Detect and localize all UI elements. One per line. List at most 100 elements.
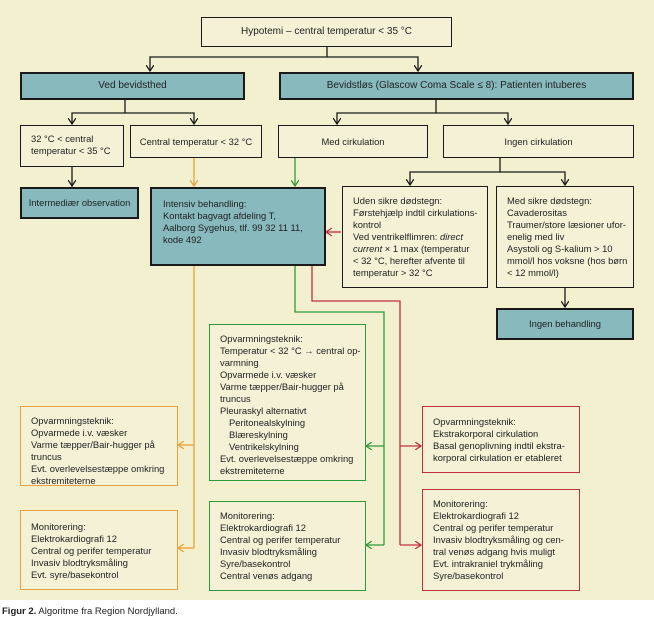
node-unconscious-text: Bevidstløs (Glascow Coma Scale ≤ 8): Pat… xyxy=(326,80,587,91)
text-line: current × 1 max (temperatur xyxy=(353,243,481,255)
connector-nocirc-right xyxy=(500,171,565,185)
text-line: < 12 mmol/l) xyxy=(507,267,559,278)
text-line: Traumer/store læsioner ufor- xyxy=(507,219,626,230)
text-line: Pleuraskyl alternativt xyxy=(220,405,307,416)
text-line: ekstremiteterne xyxy=(31,475,96,486)
node-green-warming: Opvarmningsteknik: Temperatur < 32 °C → … xyxy=(209,324,366,481)
figure-caption: Figur 2. Algoritme fra Region Nordjyllan… xyxy=(2,606,178,617)
text-line: kode 492 xyxy=(163,234,202,245)
node-conscious-text: Ved bevidsthed xyxy=(98,80,167,91)
connector-nocirc-split xyxy=(410,158,501,185)
text-line: Ekstrakorporal cirkulation xyxy=(433,428,539,439)
connector-top-right xyxy=(327,56,418,71)
text-line: enelig med liv xyxy=(507,231,565,242)
node-uncertain-death: Uden sikre dødstegn: Førstehjælp indtil … xyxy=(342,186,488,288)
text-line: Ved ventrikelflimren: direct xyxy=(353,231,481,243)
text-line: Basal genoplivning indtil ekstra- xyxy=(433,440,565,451)
text-line: Opvarmningsteknik: xyxy=(31,415,114,426)
connector-conscious-split xyxy=(72,100,126,124)
text-line: Peritonealskylning xyxy=(229,417,306,428)
text-line: Evt. overlevelsestæppe omkring xyxy=(31,463,165,474)
node-hypothermia-text: Hypotemi – central temperatur < 35 °C xyxy=(240,26,413,37)
text-line: Syre/basekontrol xyxy=(433,570,504,581)
text-line: Førstehjælp indtil cirkulations- xyxy=(353,207,478,218)
text-line: Central og perifer temperatur xyxy=(31,545,152,556)
text-line: Temperatur < 32 °C → central op- xyxy=(220,345,361,356)
node-certain-death: Med sikre dødstegn: Cavaderositas Traume… xyxy=(496,186,634,288)
caption-label: Figur 2. xyxy=(2,606,37,617)
node-no-treatment-text: Ingen behandling xyxy=(529,318,601,329)
connector-conscious-right xyxy=(125,112,194,124)
text-line: Aalborg Sygehus, tlf. 99 32 11 11, xyxy=(163,222,303,233)
connector-intensive-green-trunk xyxy=(294,266,385,545)
text-line: Intensiv behandling: xyxy=(163,198,247,209)
text-line: kontrol xyxy=(353,219,382,230)
flowchart-canvas: Hypotemi – central temperatur < 35 °C Ve… xyxy=(0,0,654,600)
node-green-monitoring: Monitorering: Elektrokardiografi 12 Cent… xyxy=(209,501,366,591)
node-with-circulation: Med cirkulation xyxy=(278,125,428,158)
text-line: Monitorering: xyxy=(220,510,275,521)
node-low-temp-text: Central temperatur < 32 °C xyxy=(139,135,253,147)
text-line: Central og perifer temperatur xyxy=(433,522,554,533)
text-line: Invasiv blodtryksmåling xyxy=(31,557,128,568)
text-line: < 32 °C, herefter afvente til xyxy=(353,255,465,266)
node-unconscious: Bevidstløs (Glascow Coma Scale ≤ 8): Pat… xyxy=(279,72,634,100)
text-line: Invasiv blodtryksmåling xyxy=(220,546,317,557)
text-span: × 1 max (temperatur xyxy=(382,243,470,254)
node-low-temp: Central temperatur < 32 °C xyxy=(130,125,262,158)
node-red-warming: Opvarmningsteknik: Ekstrakorporal cirkul… xyxy=(422,406,580,473)
text-italic: current xyxy=(353,243,383,254)
node-orange-warming: Opvarmningsteknik: Opvarmede i.v. væsker… xyxy=(20,406,178,486)
text-line: mmol/l hos voksne (hos børn xyxy=(507,255,628,266)
text-line: temperatur < 35 °C xyxy=(31,145,111,156)
text-italic: direct xyxy=(440,231,463,242)
node-no-circulation: Ingen cirkulation xyxy=(443,125,634,158)
text-line: Kontakt bagvagt afdeling T, xyxy=(163,210,276,221)
node-intensive-treatment: Intensiv behandling: Kontakt bagvagt afd… xyxy=(150,187,326,266)
text-line: Elektrokardiografi 12 xyxy=(220,522,306,533)
node-intermediate-text: Intermediær observation xyxy=(28,197,131,208)
connector-unconscious-split xyxy=(337,100,437,124)
connector-top-split xyxy=(150,47,328,71)
text-line: Varme tæpper/Bair-hugger på xyxy=(220,381,344,392)
text-line: temperatur > 32 °C xyxy=(353,267,433,278)
node-intermediate-observation: Intermediær observation xyxy=(20,187,139,219)
node-no-treatment: Ingen behandling xyxy=(496,308,634,340)
node-hypothermia: Hypotemi – central temperatur < 35 °C xyxy=(201,17,452,47)
caption-text: Algoritme fra Region Nordjylland. xyxy=(36,606,178,617)
node-with-circulation-text: Med cirkulation xyxy=(321,135,385,147)
node-mild-hypothermia: 32 °C < central temperatur < 35 °C xyxy=(20,125,124,167)
text-line: Varme tæpper/Bair-hugger på xyxy=(31,439,155,450)
text-line: Opvarmede i.v. væsker xyxy=(220,369,317,380)
connector-unconscious-right xyxy=(436,112,508,124)
text-line: Evt. intrakraniel trykmåling xyxy=(433,558,543,569)
text-line: Opvarmningsteknik: xyxy=(433,416,516,427)
text-line: Central venøs adgang xyxy=(220,570,313,581)
text-line: truncus xyxy=(220,393,251,404)
text-line: tral venøs adgang hvis muligt xyxy=(433,546,555,557)
text-line: ekstremiteterne xyxy=(220,465,285,476)
text-line: Opvarmede i.v. væsker xyxy=(31,427,128,438)
text-line: Invasiv blodtryksmåling og cen- xyxy=(433,534,564,545)
text-line: 32 °C < central xyxy=(31,133,94,144)
text-line: Ventrikelskylning xyxy=(229,441,299,452)
node-conscious: Ved bevidsthed xyxy=(20,72,245,100)
text-line: Uden sikre dødstegn: xyxy=(353,195,443,206)
text-line: Asystoli og S-kalium > 10 xyxy=(507,243,613,254)
text-line: Central og perifer temperatur xyxy=(220,534,341,545)
node-red-monitoring: Monitorering: Elektrokardiografi 12 Cent… xyxy=(422,489,580,591)
connector-lines xyxy=(0,47,654,600)
text-line: Monitorering: xyxy=(433,498,488,509)
text-line: Med sikre dødstegn: xyxy=(507,195,592,206)
text-line: Monitorering: xyxy=(31,521,86,532)
text-line: korporal cirkulation er etableret xyxy=(433,452,562,463)
text-line: Blæreskylning xyxy=(229,429,288,440)
text-line: truncus xyxy=(31,451,62,462)
text-span: Ved ventrikelflimren: xyxy=(353,231,441,242)
text-line: Cavaderositas xyxy=(507,207,567,218)
text-line: Syre/basekontrol xyxy=(220,558,291,569)
text-line: Evt. overlevelsestæppe omkring xyxy=(220,453,354,464)
node-orange-monitoring: Monitorering: Elektrokardiografi 12 Cent… xyxy=(20,510,178,590)
connector-intensive-red-trunk xyxy=(311,266,401,545)
text-line: Opvarmningsteknik: xyxy=(220,333,303,344)
